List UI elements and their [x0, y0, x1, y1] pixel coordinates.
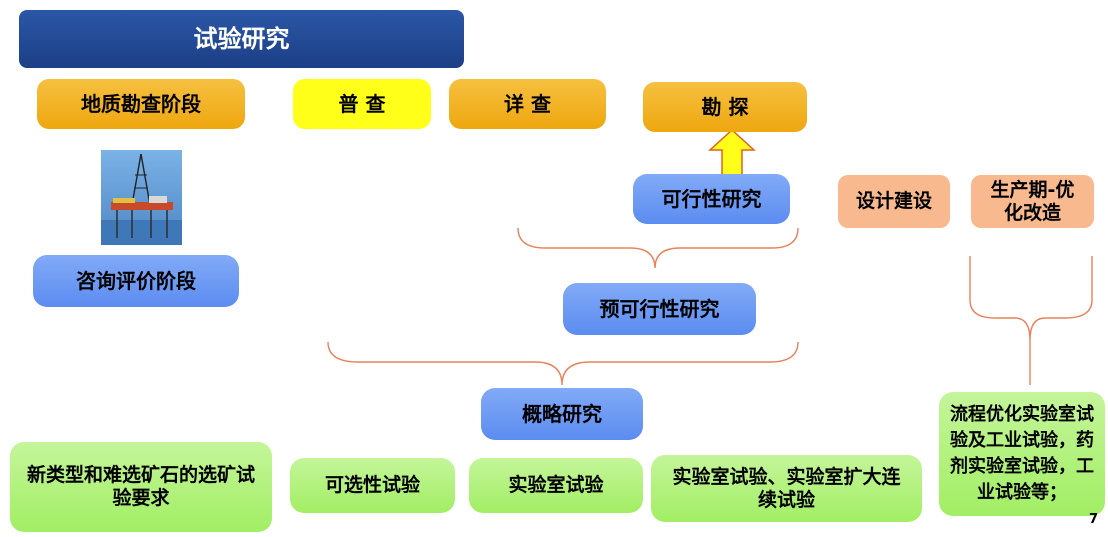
selectability-test: 可选性试验: [290, 458, 455, 513]
stage-detailed: 详 查: [449, 79, 606, 129]
bracket-production: [969, 256, 1093, 385]
drilling-rig-image: [101, 150, 182, 245]
lab-expanded-continuous-test: 实验室试验、实验室扩大连续试验: [651, 455, 922, 522]
stage-exploration: 勘 探: [643, 82, 807, 132]
design-construction: 设计建设: [838, 175, 950, 228]
prefeasibility-study: 预可行性研究: [563, 283, 756, 335]
page-title: 试验研究: [19, 10, 464, 68]
new-ore-test-requirement: 新类型和难选矿石的选矿试验要求: [10, 442, 272, 532]
stage-survey: 普 查: [293, 79, 431, 129]
page-number: 7: [1088, 512, 1098, 527]
concept-study: 概略研究: [481, 388, 643, 440]
bracket-feasibility: [517, 227, 799, 269]
stage-header: 地质勘查阶段: [37, 79, 245, 129]
up-arrow-icon: [708, 128, 756, 176]
lab-test: 实验室试验: [469, 458, 643, 513]
production-optimization: 生产期-优化改造: [971, 175, 1094, 228]
consult-evaluation-stage: 咨询评价阶段: [33, 255, 239, 307]
bracket-prefeasibility: [327, 341, 799, 386]
feasibility-study: 可行性研究: [633, 174, 790, 224]
process-optimization-tests: 流程优化实验室试验及工业试验，药剂实验室试验，工业试验等；: [939, 392, 1105, 516]
